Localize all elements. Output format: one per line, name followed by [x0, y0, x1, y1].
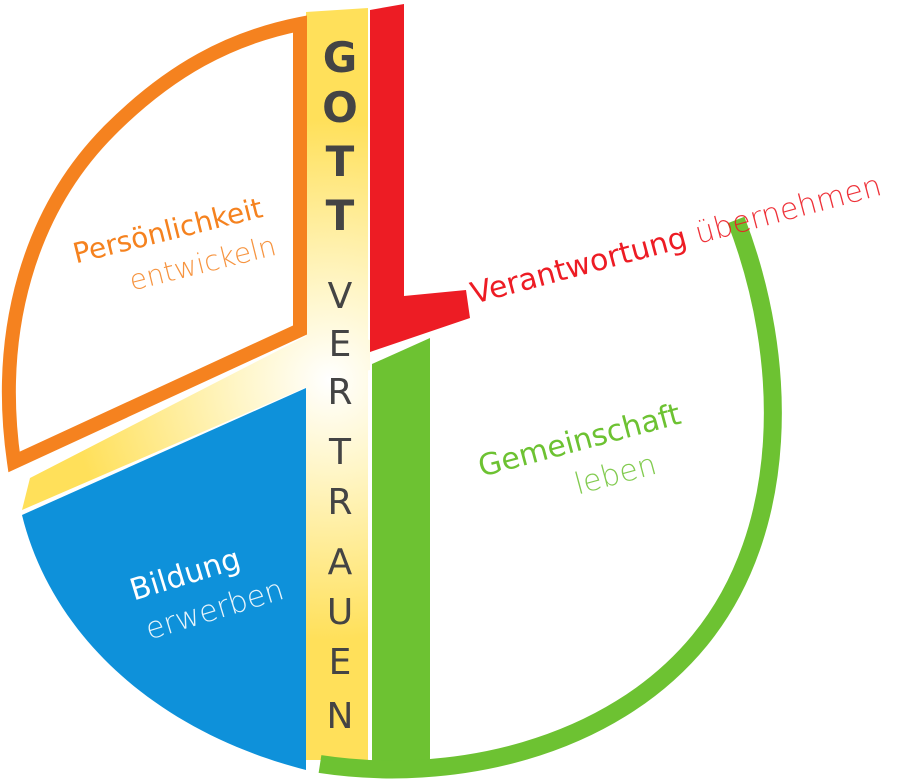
center-yellow-column	[306, 8, 368, 760]
responsibility-text: Verantwortungübernehmen	[467, 168, 885, 311]
education-sector	[22, 388, 306, 770]
vertrauen-letter: V	[328, 276, 353, 317]
responsibility-line2: übernehmen	[691, 168, 885, 251]
gott-letter: G	[323, 33, 357, 82]
responsibility-label: Verantwortungübernehmen	[467, 168, 885, 311]
community-label: Gemeinschaft leben	[475, 397, 685, 502]
community-arc	[318, 216, 782, 779]
personality-sector	[2, 15, 307, 473]
community-bar	[372, 338, 430, 762]
vertrauen-letter: T	[328, 432, 352, 473]
gott-letter: T	[326, 191, 355, 240]
gott-letter: T	[326, 137, 355, 186]
vertrauen-letter: U	[327, 592, 353, 633]
responsibility-bar	[370, 4, 470, 352]
gott-letter: O	[322, 83, 358, 132]
vertrauen-letter: R	[327, 372, 352, 413]
center-glow-band	[22, 330, 370, 510]
vertrauen-letter: N	[327, 696, 354, 737]
vertrauen-letter: R	[327, 482, 352, 523]
vertrauen-letter: E	[329, 642, 352, 683]
word-gott: G O T T	[322, 33, 358, 240]
vertrauen-letter: A	[328, 542, 353, 583]
vertrauen-letter: E	[329, 324, 352, 365]
word-vertrauen: V E R T R A U E N	[327, 276, 354, 737]
responsibility-line1: Verantwortung	[467, 220, 691, 311]
